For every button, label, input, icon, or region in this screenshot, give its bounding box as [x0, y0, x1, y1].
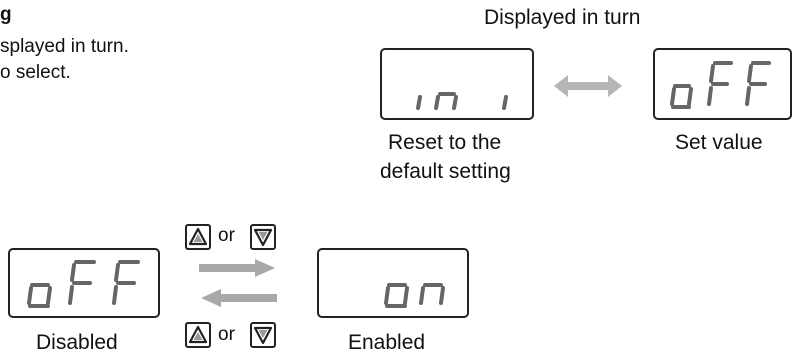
- displayed-in-turn-title: Displayed in turn: [484, 6, 641, 29]
- up-key-icon[interactable]: [185, 224, 211, 250]
- or-label-bottom: or: [218, 324, 235, 345]
- down-key-icon[interactable]: [250, 224, 276, 250]
- reset-caption-line-1: Reset to the: [388, 131, 502, 154]
- disabled-caption: Disabled: [36, 331, 118, 354]
- down-key-icon[interactable]: [250, 322, 276, 348]
- intro-line-1: splayed in turn.: [0, 36, 129, 57]
- up-key-icon[interactable]: [185, 322, 211, 348]
- or-label-top: or: [218, 225, 235, 246]
- lcd-display-off-top: [653, 48, 792, 120]
- lcd-display-ini: [380, 48, 534, 120]
- lcd-display-on: [317, 248, 469, 318]
- right-arrow-icon: [199, 259, 275, 277]
- lcd-display-off-bottom: [8, 248, 160, 318]
- seven-segment-digits: [27, 260, 140, 308]
- section-heading: g: [0, 4, 12, 25]
- left-arrow-icon: [201, 289, 277, 307]
- reset-caption-line-2: default setting: [380, 160, 511, 183]
- seven-segment-digits: [416, 92, 508, 110]
- intro-line-2: o select.: [0, 62, 71, 83]
- double-arrow-icon: [554, 75, 622, 97]
- set-value-caption: Set value: [675, 131, 763, 154]
- seven-segment-digits: [670, 61, 771, 109]
- enabled-caption: Enabled: [348, 331, 426, 354]
- seven-segment-digits: [384, 283, 445, 308]
